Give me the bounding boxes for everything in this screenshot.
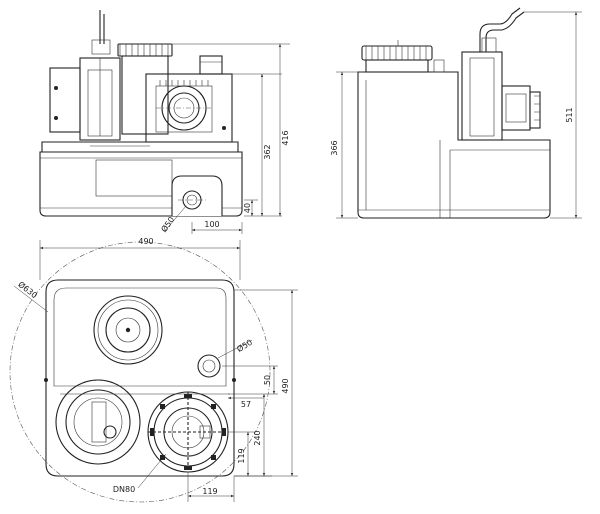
top-view: [9, 241, 271, 503]
side-view: [357, 7, 551, 219]
front-dimensions: 362 416 40 100 Ø50: [159, 43, 290, 234]
dim-envelope-diameter-630: Ø630: [16, 279, 39, 300]
flange-teeth: [150, 394, 226, 470]
dim-50: 50: [263, 375, 272, 385]
dim-57: 57: [241, 400, 251, 409]
dim-40: 40: [243, 203, 252, 213]
dim-416: 416: [281, 130, 290, 145]
dim-511: 511: [565, 107, 574, 122]
dim-top-diameter-50: Ø50: [235, 337, 254, 354]
dim-119-vertical: 119: [237, 448, 246, 463]
dim-front-diameter-50: Ø50: [159, 215, 177, 234]
side-dimensions: 366 511: [330, 11, 582, 219]
dim-366: 366: [330, 140, 339, 155]
top-dimensions: 490 490 Ø630 Ø50 50 57 240 119 119 DN80: [13, 237, 298, 502]
label-dn80: DN80: [113, 485, 135, 494]
dim-119-horizontal: 119: [202, 487, 217, 496]
dim-490-depth: 490: [281, 378, 290, 393]
front-view: [39, 10, 243, 217]
dim-490-width: 490: [138, 237, 153, 246]
dim-100: 100: [204, 220, 219, 229]
dim-240: 240: [253, 430, 262, 445]
dim-362: 362: [263, 144, 272, 159]
